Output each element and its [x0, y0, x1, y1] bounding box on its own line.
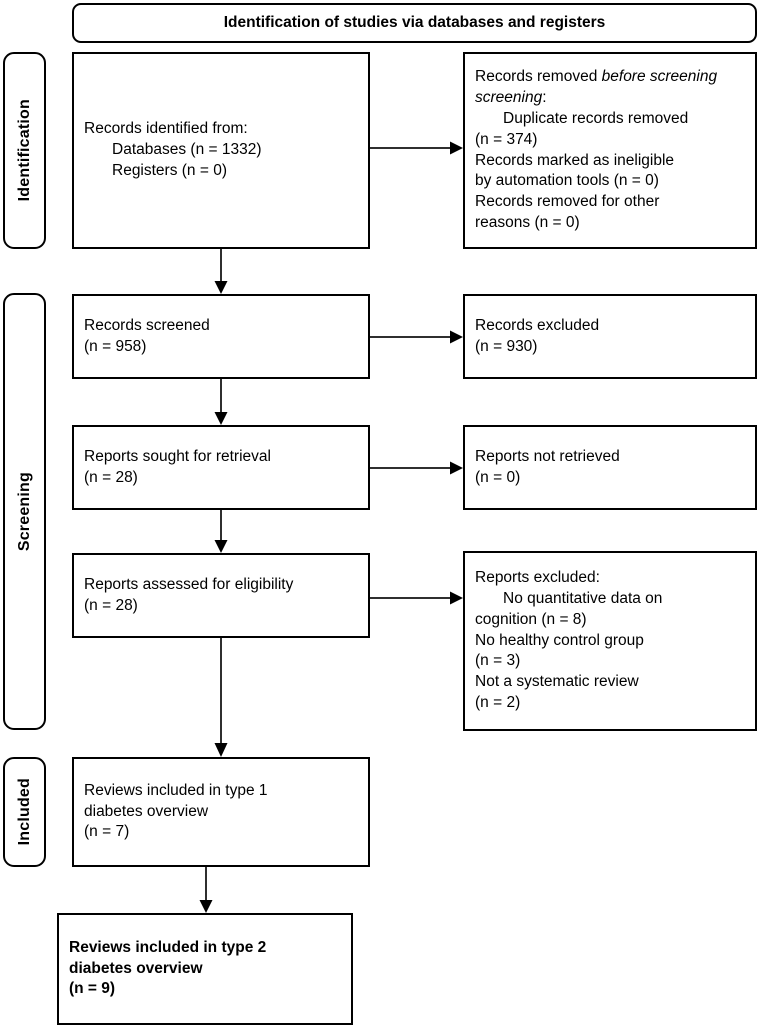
text-fragment-italic: screening [475, 89, 543, 107]
text-line: Records marked as ineligible [475, 151, 675, 169]
text-line: No healthy control group [475, 631, 644, 649]
box-records-excluded: Records excluded (n = 930) [463, 294, 757, 379]
phase-label-text: Included [15, 778, 33, 846]
box-reports-excluded: Reports excluded: No quantitative data o… [463, 551, 757, 731]
phase-label-screening: Screening [3, 293, 46, 730]
text-line: Reports sought for retrieval [84, 447, 271, 465]
arrow-identified-to-screened [213, 249, 229, 296]
text-line: reasons (n = 0) [475, 213, 580, 231]
arrow-sought-to-assessed [213, 510, 229, 555]
box-reviews-type1: Reviews included in type 1 diabetes over… [72, 757, 370, 867]
text-line: (n = 7) [84, 823, 130, 841]
box-text: Reviews included in type 2 diabetes over… [59, 938, 351, 1000]
arrow-sought-to-not-retrieved [370, 460, 465, 476]
text-line: Records removed for other [475, 193, 660, 211]
text-line: Records removed before screening [475, 67, 745, 88]
text-fragment-italic: before screening [601, 68, 718, 86]
text-line: Reports assessed for eligibility [84, 575, 294, 593]
text-line: Records identified from: [84, 120, 248, 138]
text-line: (n = 3) [475, 652, 521, 670]
arrow-identified-to-removed [370, 140, 465, 156]
text-line: (n = 0) [475, 468, 521, 486]
arrow-screened-to-excluded [370, 329, 465, 345]
box-text: Records screened (n = 958) [74, 316, 368, 358]
text-line: Reviews included in type 1 [84, 781, 268, 799]
box-text: Reports assessed for eligibility (n = 28… [74, 575, 368, 617]
text-line: Reviews included in type 2 [69, 938, 267, 956]
text-line: Reports excluded: [475, 569, 600, 587]
text-line: Registers (n = 0) [112, 161, 228, 179]
text-line: (n = 9) [69, 980, 116, 998]
box-records-screened: Records screened (n = 958) [72, 294, 370, 379]
text-line: cognition (n = 8) [475, 610, 587, 628]
box-records-identified: Records identified from: Databases (n = … [72, 52, 370, 249]
text-fragment: : [542, 89, 547, 107]
phase-label-identification: Identification [3, 52, 46, 249]
box-records-removed: Records removed before screening screeni… [463, 52, 757, 249]
arrow-assessed-to-type1 [213, 638, 229, 759]
text-line: (n = 28) [84, 468, 138, 486]
box-text: Reports not retrieved (n = 0) [465, 447, 755, 489]
box-reviews-type2: Reviews included in type 2 diabetes over… [57, 913, 353, 1025]
diagram-title-bar: Identification of studies via databases … [72, 3, 757, 43]
text-line: Records excluded [475, 316, 600, 334]
text-line: (n = 2) [475, 693, 521, 711]
page-title: Identification of studies via databases … [223, 13, 606, 31]
text-fragment: Records removed [475, 68, 602, 86]
phase-label-included: Included [3, 757, 46, 867]
text-line: (n = 930) [475, 337, 538, 355]
box-reports-assessed: Reports assessed for eligibility (n = 28… [72, 553, 370, 638]
phase-label-text: Screening [15, 471, 33, 552]
text-line: Databases (n = 1332) [112, 141, 262, 159]
box-reports-sought: Reports sought for retrieval (n = 28) [72, 425, 370, 510]
text-line: Not a systematic review [475, 673, 639, 691]
box-text: Reviews included in type 1 diabetes over… [74, 781, 368, 843]
text-line: Records screened [84, 316, 210, 334]
arrow-assessed-to-excluded [370, 590, 465, 606]
box-reports-not-retrieved: Reports not retrieved (n = 0) [463, 425, 757, 510]
text-line: Reports not retrieved [475, 447, 620, 465]
text-line: Duplicate records removed [503, 109, 689, 127]
arrow-type1-to-type2 [198, 867, 214, 915]
text-line: screening: [475, 88, 745, 109]
box-text: Reports excluded: No quantitative data o… [465, 568, 755, 713]
text-line: (n = 28) [84, 596, 138, 614]
text-line: (n = 958) [84, 337, 147, 355]
text-line: diabetes overview [84, 802, 209, 820]
text-line: diabetes overview [69, 959, 203, 977]
text-line: (n = 374) [475, 130, 538, 148]
box-text: Records identified from: Databases (n = … [74, 119, 368, 181]
text-line: No quantitative data on [503, 590, 663, 608]
box-text: Records excluded (n = 930) [465, 316, 755, 358]
arrow-screened-to-sought [213, 379, 229, 427]
box-text: Records removed before screening screeni… [465, 67, 755, 233]
box-text: Reports sought for retrieval (n = 28) [74, 447, 368, 489]
text-line: by automation tools (n = 0) [475, 172, 659, 190]
phase-label-text: Identification [15, 99, 33, 202]
